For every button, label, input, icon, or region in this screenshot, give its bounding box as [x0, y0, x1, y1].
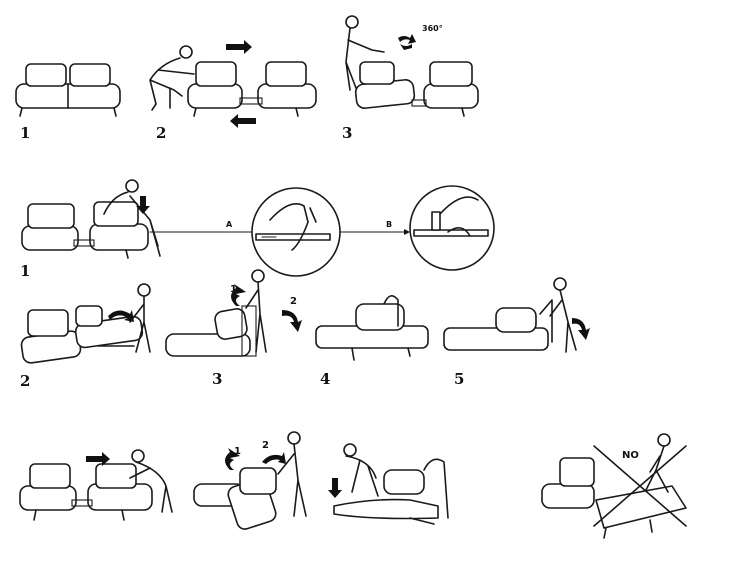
step-label-row3-3: 3 [212, 370, 223, 388]
step-label-row2-1: 1 [20, 262, 31, 280]
rotation-label: 360° [422, 24, 443, 33]
callout-circle-b [409, 185, 495, 271]
step-label-row3-5: 5 [454, 370, 465, 388]
fig1-two-seat-sofa [15, 63, 121, 117]
step-label-row3-4: 4 [320, 370, 331, 388]
step-label-2: 2 [156, 124, 167, 142]
fig-row4-bed-unfold [328, 443, 449, 525]
callout-label-a: A [226, 220, 233, 229]
arrow-number-3: 1 [234, 446, 241, 457]
fig-row4-folding [193, 431, 307, 530]
arrow-number-2: 2 [290, 296, 297, 307]
fig2-separating-seats [149, 40, 317, 128]
arrow-number-4: 2 [262, 440, 269, 451]
fig3-rotating-seat [345, 15, 479, 117]
fig-row2-sofa-with-person [21, 179, 260, 259]
step-label-1: 1 [20, 124, 31, 142]
fig-row4-sofa-push [19, 449, 173, 521]
fig-row3-step4-bed [315, 295, 429, 361]
callout-label-b: B [386, 220, 393, 229]
fig-no-wrong-usage [541, 433, 687, 539]
fig-row3-step5-bed-person [443, 277, 590, 353]
no-warning-label: NO [622, 450, 639, 461]
fig-row3-step2 [20, 283, 151, 364]
callout-circle-a [251, 187, 410, 277]
arrow-number-1: 1 [230, 284, 237, 295]
step-label-row3-2: 2 [20, 372, 31, 390]
step-label-3: 3 [342, 124, 353, 142]
fig-row3-step3 [165, 269, 302, 357]
